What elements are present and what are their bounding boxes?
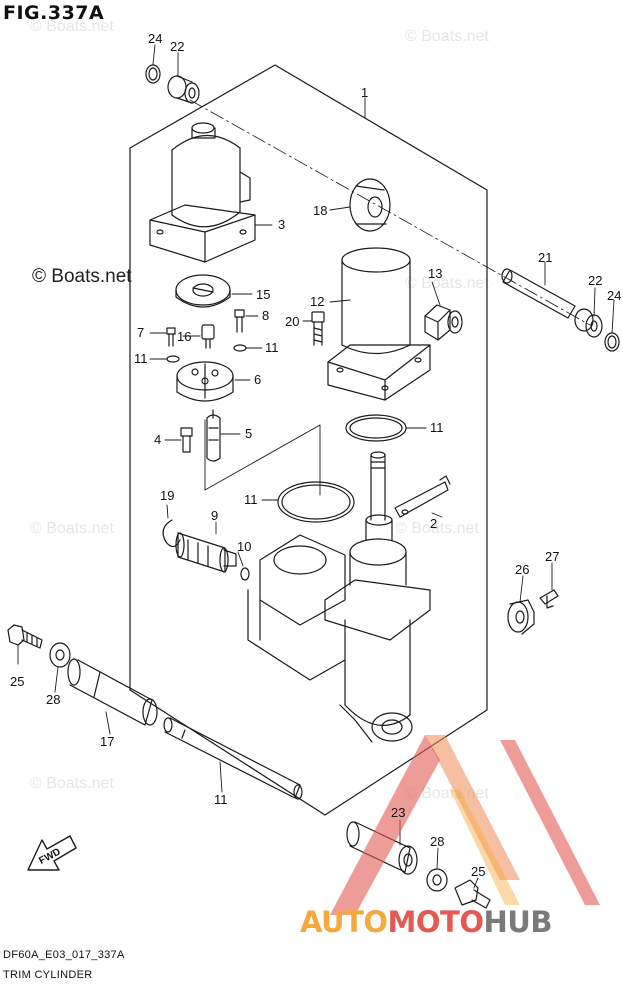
watermark: © Boats.net [405, 275, 489, 292]
callout-label: 23 [391, 805, 405, 820]
collar-26 [507, 599, 535, 635]
leader-line [204, 419, 321, 496]
callout-label: 7 [137, 325, 144, 340]
callout-label: 5 [245, 426, 252, 441]
assembly-frame [129, 64, 488, 816]
piston-rod [365, 451, 393, 541]
callout-label: 11 [244, 492, 258, 507]
callout-label: 28 [430, 834, 444, 849]
callout-label: 11 [134, 351, 148, 366]
pin-20 [163, 717, 303, 800]
watermark: © Boats.net [30, 520, 114, 537]
o-ring-large [277, 481, 355, 523]
bolt-25-lower [454, 879, 491, 909]
callout-label: 9 [211, 508, 218, 523]
cylinder-sleeve [327, 247, 431, 401]
callout-label: 19 [160, 488, 174, 503]
o-ring [349, 417, 403, 439]
washer-28-left [49, 642, 71, 668]
reservoir-cap [175, 274, 231, 308]
valve-5 [206, 409, 221, 462]
fitting-13 [424, 304, 463, 341]
o-ring [233, 344, 247, 352]
callout-label: 11 [214, 792, 228, 807]
callout-label: 11 [430, 420, 444, 435]
fwd-arrow-icon [27, 835, 77, 871]
callout-label: 28 [46, 692, 60, 707]
bolt-25-left [7, 624, 43, 649]
drawing-code: DF60A_E03_017_337A [3, 949, 125, 961]
callout-label: 25 [471, 864, 485, 879]
callout-label: 2 [430, 516, 437, 531]
sleeve-19 [67, 658, 158, 726]
callout-label: 18 [313, 203, 327, 218]
callout-label: 24 [607, 288, 621, 303]
callout-label: 25 [10, 674, 24, 689]
check-valve-4 [180, 427, 193, 453]
callout-leaders [17, 44, 615, 889]
watermark: © Boats.net [405, 28, 489, 45]
callout-numbers: 24 22 1 3 18 21 22 24 13 15 12 20 7 8 16… [10, 31, 621, 879]
callout-label: 15 [256, 287, 270, 302]
callout-label: 22 [588, 273, 602, 288]
callout-label: 1 [361, 85, 368, 100]
bracket-2 [394, 475, 451, 518]
watermark: © Boats.net [30, 18, 114, 35]
washer-28-lower [426, 868, 448, 892]
figure-caption: TRIM CYLINDER [3, 969, 93, 981]
bushing-top [167, 75, 200, 104]
cylinder-body [247, 534, 431, 743]
screw-18 [311, 311, 325, 346]
snap-ring-right [604, 332, 620, 352]
brand-part: AUTO [300, 905, 388, 939]
callout-label: 4 [154, 432, 161, 447]
automotohub-brand: AUTOMOTOHUB [300, 905, 552, 939]
callout-label: 22 [170, 39, 184, 54]
callout-label: 26 [515, 562, 529, 577]
bolt-27 [539, 589, 559, 609]
watermark: © Boats.net [30, 775, 114, 792]
manual-valve-9 [175, 532, 237, 573]
callout-label: 20 [285, 314, 299, 329]
bushing-16 [349, 178, 391, 232]
bushing-right [574, 308, 603, 338]
center-line [189, 99, 591, 326]
fwd-label: FWD [37, 846, 62, 866]
callout-label: 13 [428, 266, 442, 281]
bolt-8 [234, 309, 245, 333]
automotohub-triangle-logo [330, 735, 600, 915]
callout-label: 21 [538, 250, 552, 265]
copyright-watermark: © Boats.net [32, 266, 132, 287]
callout-label: 8 [262, 308, 269, 323]
o-ring-10 [240, 567, 250, 581]
trim-pump [176, 361, 234, 402]
callout-label: 3 [278, 217, 285, 232]
brand-part: HUB [483, 905, 553, 939]
callout-label: 24 [148, 31, 162, 46]
o-ring [345, 414, 407, 442]
figure-title: FIG.337A [3, 2, 105, 24]
snap-ring-top [145, 64, 161, 84]
callout-label: 11 [265, 340, 279, 355]
callout-label: 10 [237, 539, 251, 554]
valve-15 [201, 324, 215, 349]
trim-motor [149, 122, 256, 263]
callout-label: 16 [177, 329, 191, 344]
o-ring [166, 355, 180, 363]
callout-label: 17 [100, 734, 114, 749]
watermark: © Boats.net [395, 520, 479, 537]
callout-label: 6 [254, 372, 261, 387]
callout-label: 27 [545, 549, 559, 564]
pivot-pin-21 [501, 268, 576, 319]
callout-label: 12 [310, 294, 324, 309]
bolt-7 [166, 327, 176, 347]
brand-part: MOTO [387, 905, 484, 939]
o-ring-large [281, 484, 351, 520]
